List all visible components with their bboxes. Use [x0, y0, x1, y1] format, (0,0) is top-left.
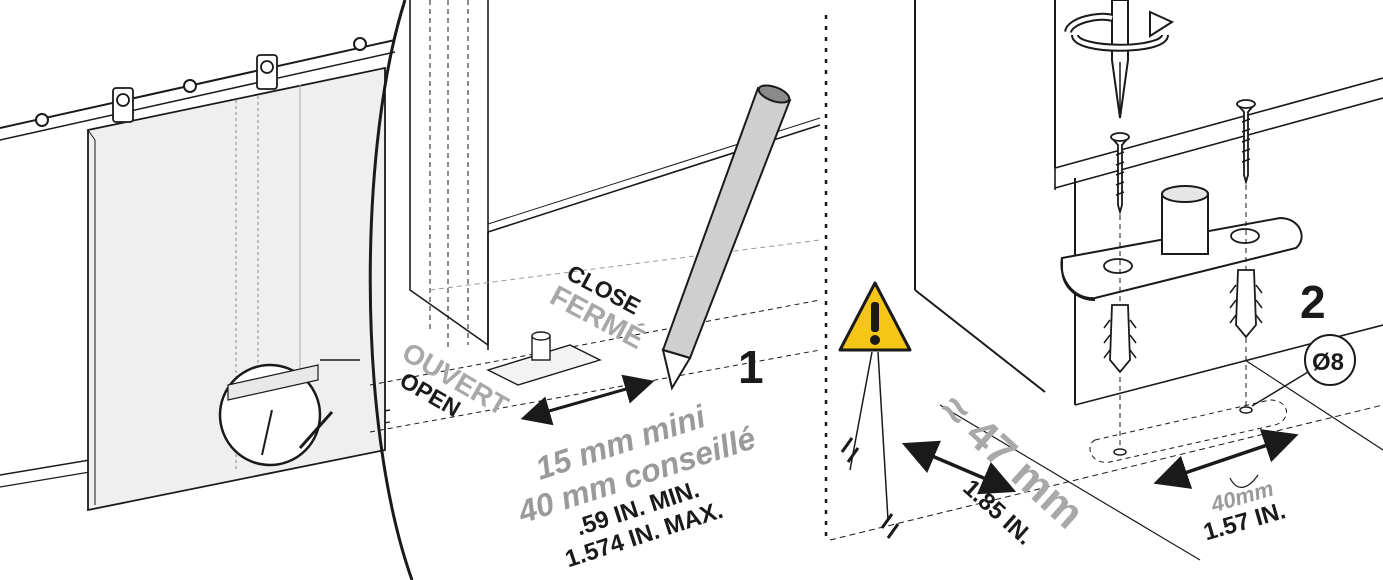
overview-panel [0, 0, 414, 580]
rotation-arrow-icon [1064, 10, 1175, 52]
pencil-icon [661, 84, 792, 391]
rail-holder [35, 37, 367, 127]
floor-guide [486, 331, 602, 386]
guide-plate [1060, 185, 1303, 301]
door-roller [112, 54, 278, 123]
step1-number: 1 [738, 341, 764, 393]
wall-plug-icon [1103, 269, 1263, 374]
diameter-label: Ø8 [1312, 349, 1344, 376]
step2-number: 2 [1300, 276, 1326, 328]
step2-panel: 2 Ø8 40mm 1.57 IN. ≈ 47 mm 1.85 IN. [829, 0, 1383, 561]
step1-panel: CLOSE FERMÉ OUVERT OPEN 1 15 mm mini 40 … [369, 0, 828, 573]
diameter-callout: Ø8 [1251, 334, 1356, 407]
warning-icon [838, 281, 912, 539]
screwdriver-icon [1111, 0, 1129, 119]
detail-magnifier [218, 359, 360, 467]
screw-icon [1110, 99, 1256, 216]
